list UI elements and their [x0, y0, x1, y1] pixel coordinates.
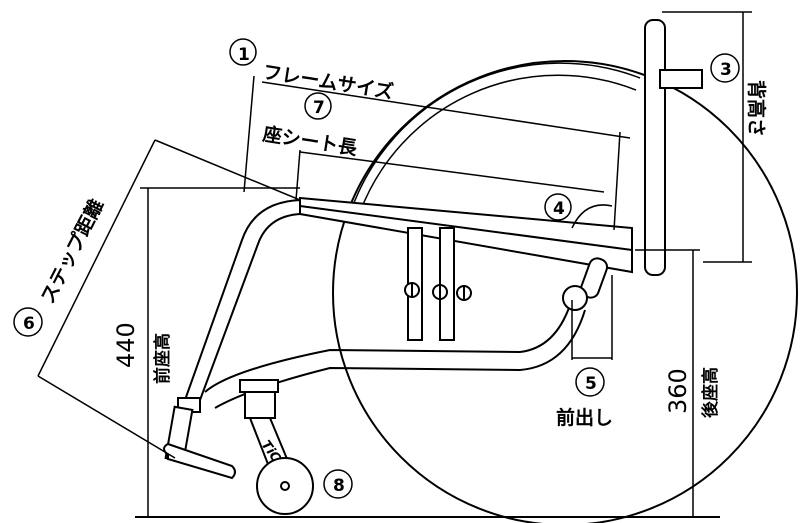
axle — [562, 285, 588, 311]
rear-wheel-hand-rim — [359, 74, 637, 213]
front-seat-height-label: 前座高 — [152, 333, 173, 384]
rear-seat-height-value: 360 — [664, 368, 692, 414]
marker-4: 4 — [553, 199, 565, 219]
footrest — [163, 442, 236, 480]
seat-length-label: 座シート長 — [261, 122, 359, 160]
seat-angle-arc — [571, 204, 613, 229]
seat-length-line — [299, 151, 605, 193]
rear-seat-height-label: 後座高 — [700, 367, 721, 418]
marker-3: 3 — [720, 60, 732, 80]
rear-wheel — [332, 60, 798, 523]
caster-wheel — [256, 457, 314, 515]
lower-frame — [204, 304, 571, 393]
front-offset-label: 前出し — [556, 406, 613, 429]
main-frame-front — [184, 199, 301, 401]
marker-5: 5 — [585, 374, 597, 394]
marker-6: 6 — [23, 314, 35, 334]
marker-7: 7 — [313, 98, 325, 118]
marker-8: 8 — [333, 476, 345, 496]
push-handle — [659, 69, 703, 89]
back-height-label: 背高さ — [745, 80, 768, 137]
step-distance-line — [37, 139, 156, 377]
step-distance-label: ステップ距離 — [36, 195, 108, 307]
svg-text:1: 1 — [238, 45, 250, 65]
seat-frame — [299, 196, 633, 274]
rear-wheel-inner-rim — [351, 62, 641, 209]
frame-size-line — [261, 81, 631, 139]
front-seat-height-value: 440 — [112, 322, 140, 368]
backrest-tube — [644, 19, 666, 276]
